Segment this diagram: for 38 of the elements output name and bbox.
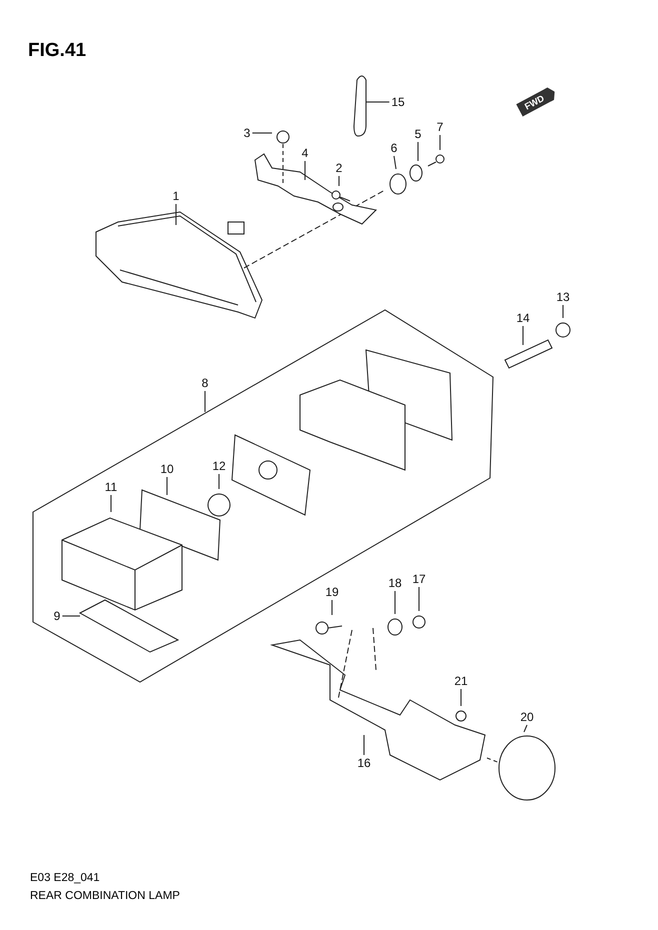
callout-number: 4: [302, 146, 308, 160]
leader-line: [524, 724, 528, 732]
callout-number: 15: [391, 95, 405, 109]
callout-number: 7: [436, 120, 444, 134]
callout-number: 6: [390, 141, 398, 155]
callout-number: 8: [202, 376, 208, 390]
leader-line: [110, 494, 112, 512]
callout-number: 17: [412, 572, 426, 586]
leader-line: [394, 156, 396, 170]
leader-line: [522, 326, 524, 346]
callout-number: 13: [556, 290, 570, 304]
callout-number: 16: [357, 756, 371, 770]
callout-number: 11: [104, 480, 118, 494]
drawing-code: E03 E28_041: [30, 872, 100, 884]
callout-number: 14: [516, 311, 530, 325]
callout-number: 20: [520, 710, 534, 724]
callout-number: 5: [414, 127, 422, 141]
callout-number: 19: [325, 585, 339, 599]
leader-line: [460, 688, 462, 706]
figure-caption: REAR COMBINATION LAMP: [30, 890, 180, 902]
leader-line: [166, 476, 168, 496]
leader-line: [204, 390, 206, 412]
callout-number: 2: [336, 161, 342, 175]
leader-line: [562, 304, 564, 318]
leader-line: [304, 160, 306, 180]
leader-line: [218, 474, 220, 490]
leader-line: [252, 132, 272, 134]
leader-line: [418, 586, 420, 612]
leader-line: [338, 176, 340, 186]
callout-number: 21: [454, 674, 468, 688]
callout-number: 12: [212, 459, 226, 473]
callout-number: 1: [172, 189, 180, 203]
callout-number: 3: [244, 126, 250, 140]
callout-number: 18: [388, 576, 402, 590]
callout-number: 9: [54, 609, 60, 623]
figure-title: FIG.41: [28, 40, 86, 62]
callout-number: 10: [160, 462, 174, 476]
leader-line: [394, 590, 396, 614]
